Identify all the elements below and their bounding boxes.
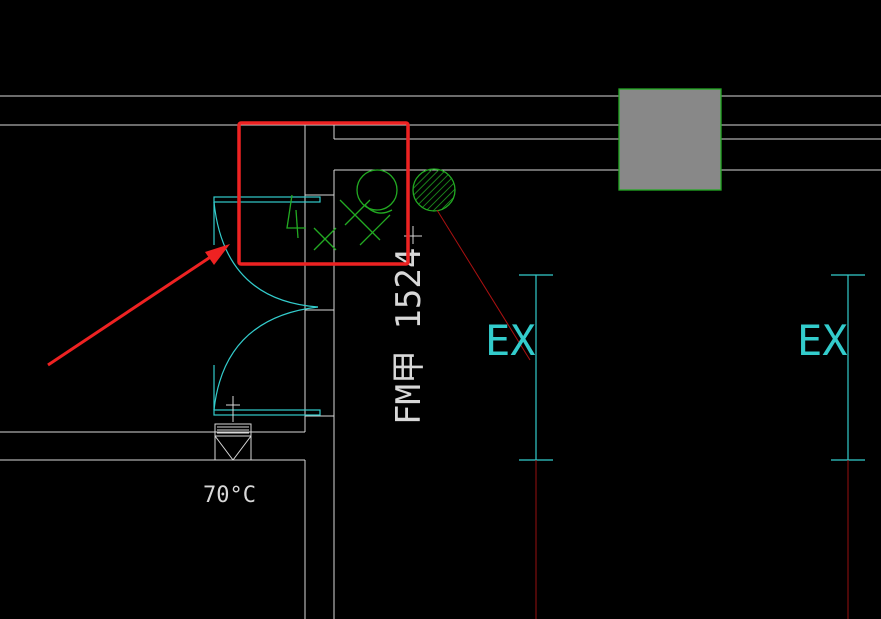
top-wall-lines <box>0 95 881 171</box>
equipment-box[interactable] <box>618 88 722 191</box>
door-frame-top <box>213 196 321 203</box>
temperature-label: 70°C <box>203 483 256 508</box>
fusible-link-damper-icon[interactable] <box>214 396 252 461</box>
leader-line <box>436 209 531 361</box>
highlight-box <box>237 121 410 266</box>
damper-x-2 <box>232 435 252 461</box>
door-swing-arc-bottom <box>213 306 319 411</box>
exhaust-label-left: EX <box>485 316 536 365</box>
damper-x-1 <box>214 435 234 461</box>
double-door[interactable] <box>213 196 321 416</box>
hand-x-stroke-2 <box>313 227 337 251</box>
valve-tail <box>364 204 393 214</box>
arrow-head <box>205 244 230 265</box>
door-label-fm: FM甲 1524 <box>389 248 429 425</box>
arrow-shaft <box>47 250 219 367</box>
bottom-wall-lines <box>0 194 334 461</box>
hand-4-stroke-2 <box>295 209 299 239</box>
exhaust-label-right: EX <box>797 316 848 365</box>
valve-circle <box>356 169 398 211</box>
hand-scribble <box>339 199 391 246</box>
door-swing-arc-top <box>213 201 319 308</box>
valve-circle-icon[interactable] <box>356 169 398 214</box>
hand-4-stroke-1 <box>286 194 306 229</box>
handwritten-annotation <box>286 194 391 251</box>
hatched-circle-icon[interactable] <box>412 168 456 212</box>
red-arrow-icon <box>47 244 230 367</box>
door-frame-bottom <box>213 409 321 416</box>
